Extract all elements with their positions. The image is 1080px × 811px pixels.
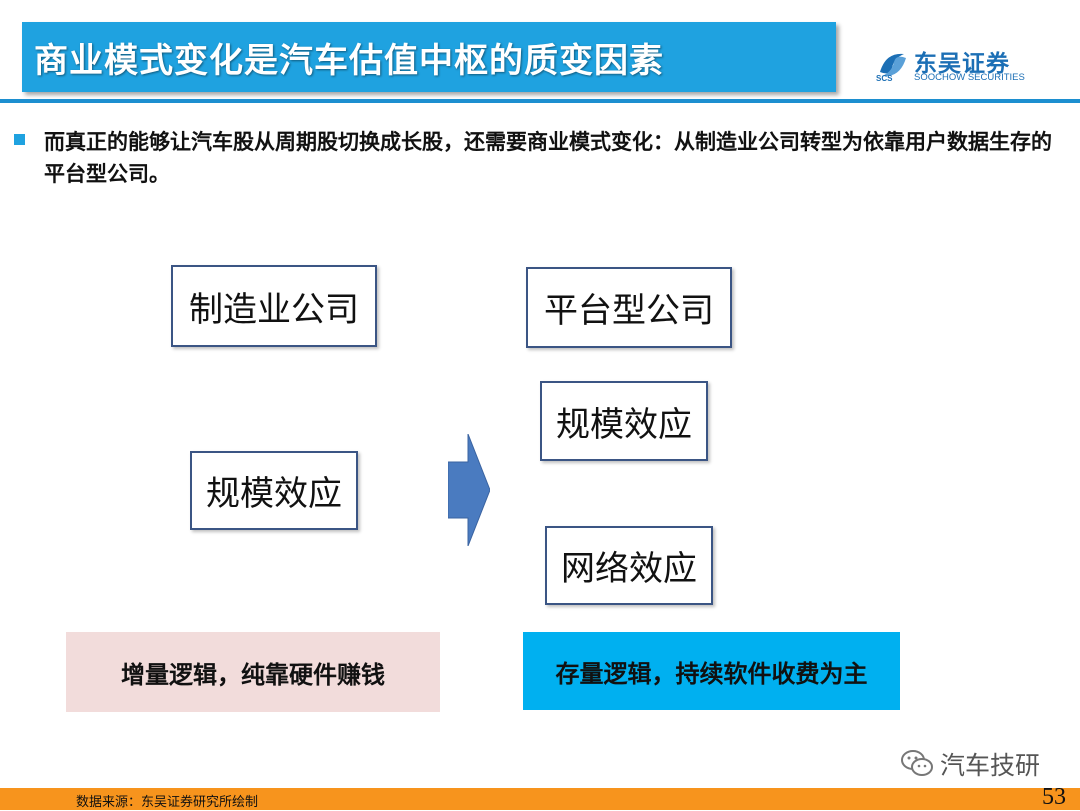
logo-abbr: SCS: [876, 74, 893, 83]
box-left-scale-effect: 规模效应: [190, 451, 358, 530]
intro-text: 而真正的能够让汽车股从周期股切换成长股，还需要商业模式变化：从制造业公司转型为依…: [44, 130, 1052, 186]
watermark: 汽车技研: [900, 746, 1050, 780]
watermark-text: 汽车技研: [940, 751, 1041, 780]
page-title: 商业模式变化是汽车估值中枢的质变因素: [34, 40, 664, 81]
title-bar: 商业模式变化是汽车估值中枢的质变因素: [22, 22, 836, 92]
band-stock-logic: 存量逻辑，持续软件收费为主: [523, 632, 900, 710]
soochow-logo-icon: [880, 53, 906, 77]
band-incremental-logic: 增量逻辑，纯靠硬件赚钱: [66, 632, 440, 712]
logo-name-en: SOOCHOW SECURITIES: [914, 72, 1025, 83]
wechat-icon: [901, 750, 933, 776]
box-right-scale-effect: 规模效应: [540, 381, 708, 461]
company-logo: 东吴证券 SOOCHOW SECURITIES SCS: [876, 46, 1036, 86]
page-number: 53: [1042, 784, 1066, 810]
box-network-effect: 网络效应: [545, 526, 713, 605]
box-manufacturing-company: 制造业公司: [171, 265, 377, 347]
right-arrow-icon: [448, 434, 490, 546]
box-platform-company: 平台型公司: [526, 267, 732, 348]
footer-source: 数据来源：东吴证券研究所绘制: [76, 795, 259, 810]
bullet-square-icon: [14, 134, 25, 145]
header-divider: [0, 99, 1080, 103]
logo-name-cn: 东吴证券: [914, 51, 1010, 77]
footer-bar: 数据来源：东吴证券研究所绘制 53: [0, 784, 1080, 810]
